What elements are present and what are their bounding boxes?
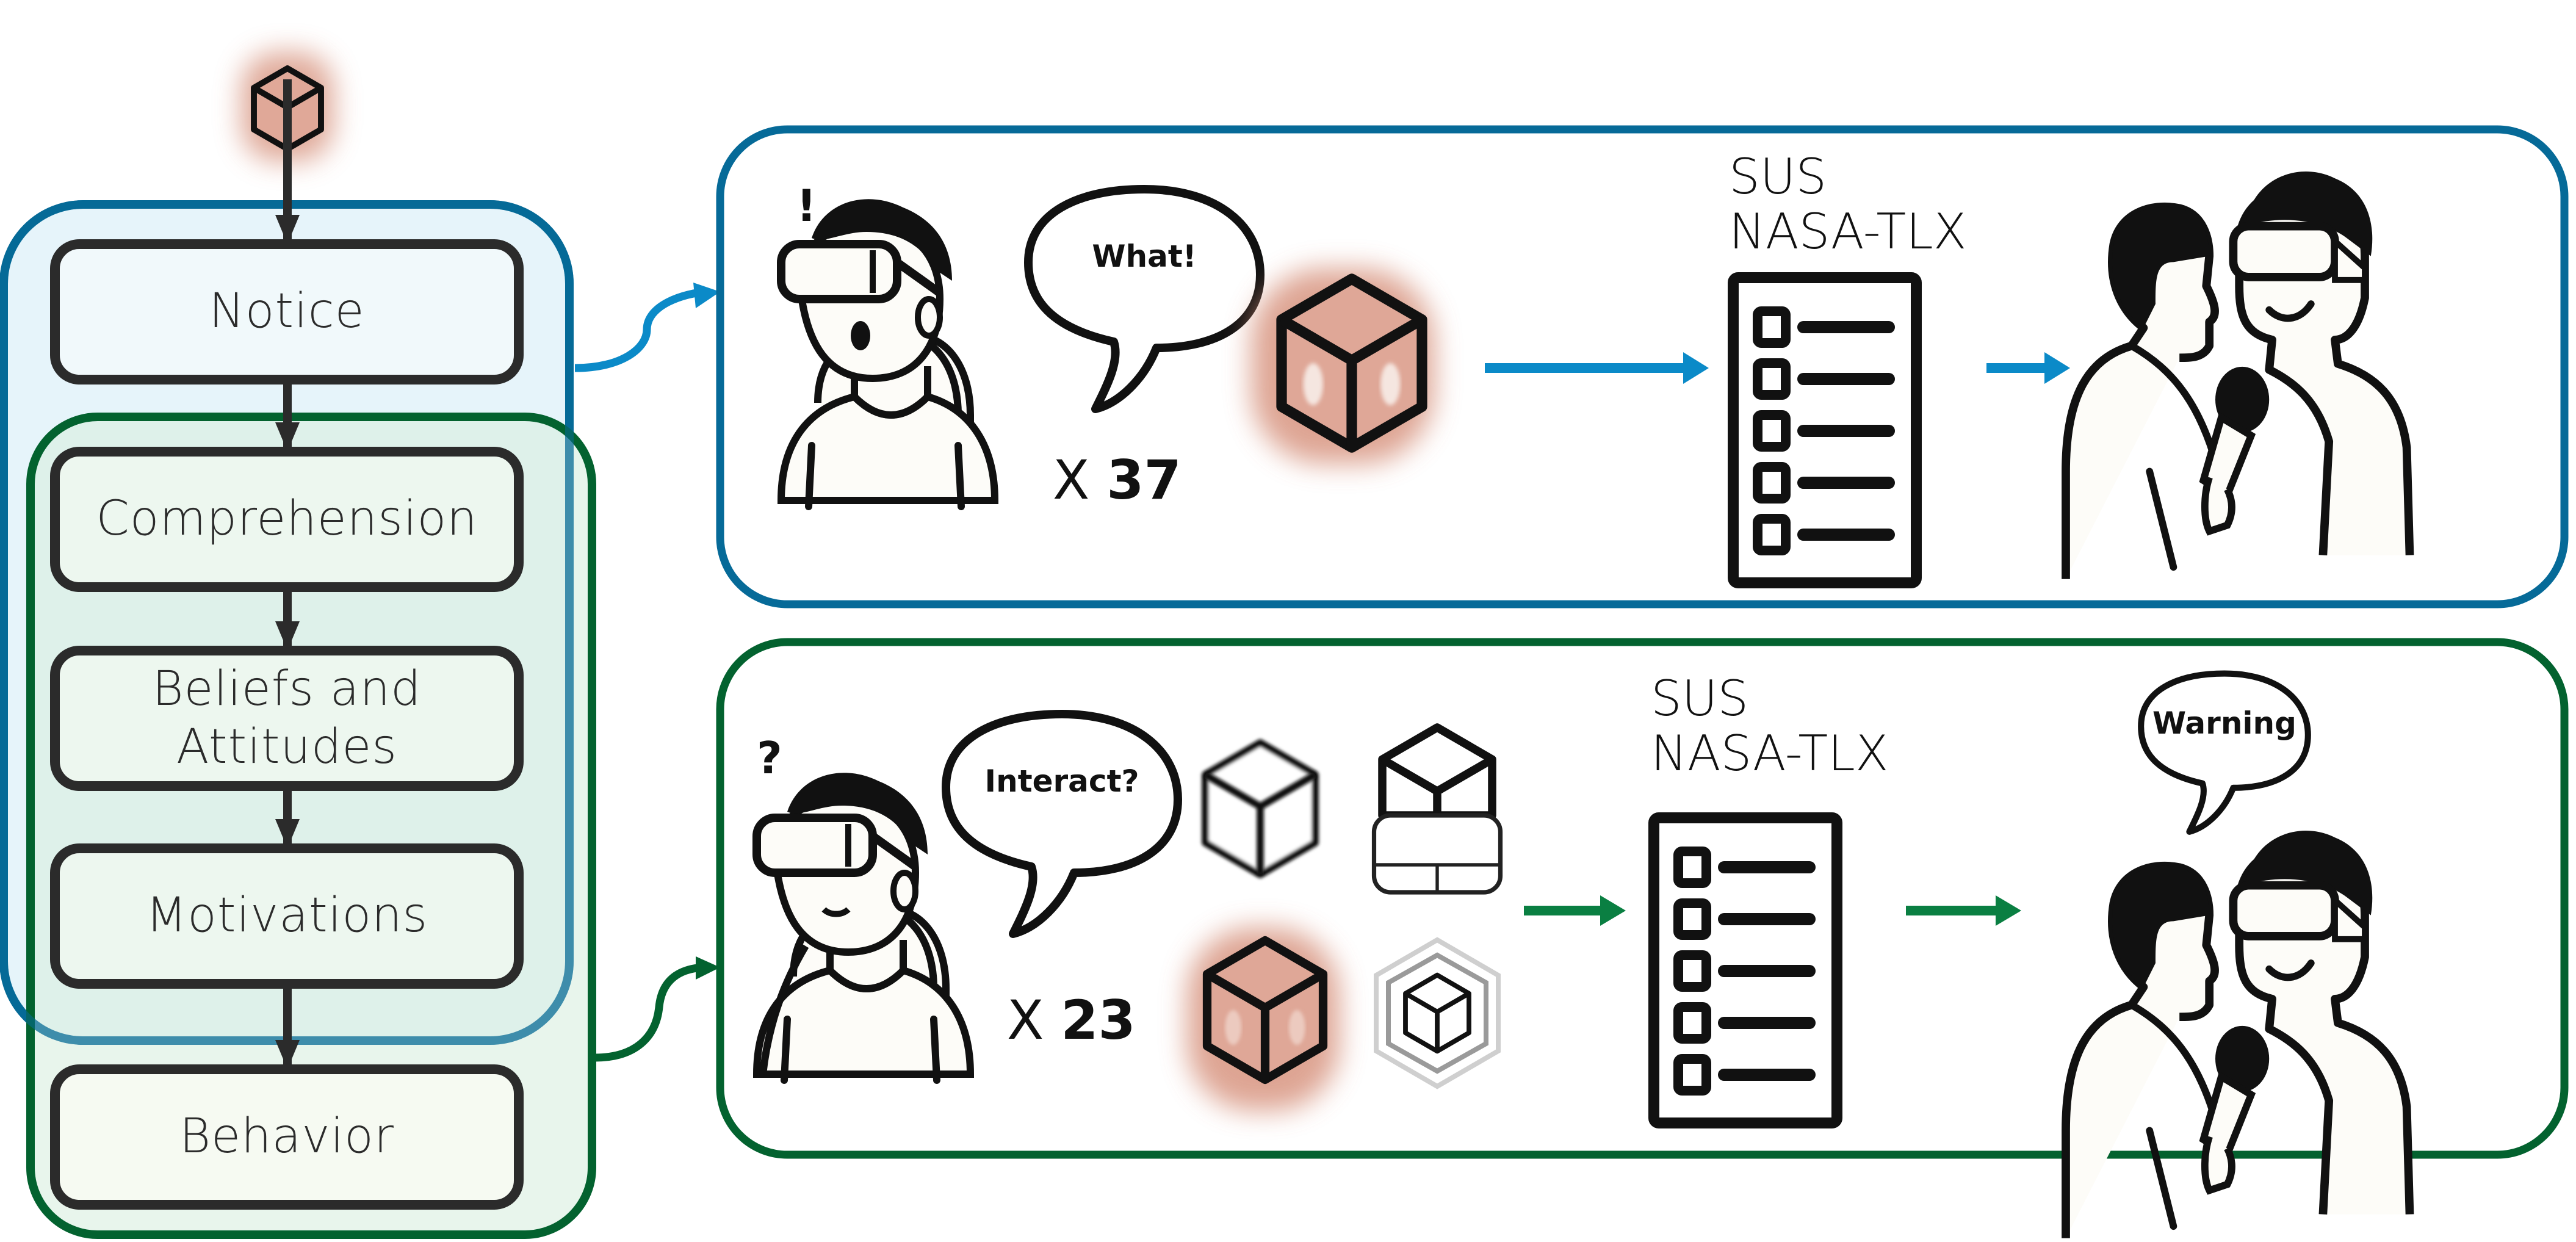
- stage-label-behavior: Behavior: [179, 1109, 394, 1164]
- survey-labels-study2: SUS NASA-TLX: [1651, 671, 1889, 781]
- study1-flow-arrow-to-interview: [1986, 352, 2070, 384]
- participant-count-study1: X 37: [1053, 449, 1182, 511]
- cube-with-panel-icon: [1371, 723, 1503, 895]
- survey-sus: SUS: [1651, 670, 1749, 727]
- outline-cube-icon: [1202, 739, 1319, 878]
- study1-flow-arrow-to-survey: [1485, 352, 1709, 384]
- stage-label-beliefs: Beliefs and Attitudes: [152, 661, 422, 774]
- participant-count-study2: X 23: [1007, 989, 1136, 1052]
- nested-hexagon-cube-icon: [1374, 937, 1501, 1089]
- study2-stage-group: [26, 413, 596, 1239]
- stage-label-motivations: Motivations: [145, 888, 428, 944]
- survey-nasa-tlx: NASA-TLX: [1729, 203, 1967, 260]
- interview-icon: [2066, 831, 2410, 1238]
- stage-label-notice: Notice: [209, 284, 365, 339]
- survey-sus: SUS: [1729, 148, 1827, 205]
- speech-text-what: What!: [1092, 239, 1197, 274]
- stage-box-behavior: [50, 1064, 524, 1210]
- participant-vr-thinking-icon: [757, 773, 970, 1080]
- question-mark: ?: [757, 732, 782, 784]
- survey-nasa-tlx: NASA-TLX: [1651, 724, 1889, 782]
- study2-connector-arrow: [594, 956, 720, 1062]
- count-prefix: X: [1007, 989, 1044, 1052]
- count-prefix: X: [1053, 449, 1090, 511]
- participant-vr-surprised-icon: [781, 199, 995, 507]
- exclamation-mark: !: [796, 180, 817, 231]
- glowing-cube-icon: [1187, 928, 1340, 1111]
- speech-text-warning: Warning: [2152, 706, 2296, 741]
- checklist-icon: [1733, 278, 1916, 583]
- study1-connector-arrow: [574, 283, 720, 372]
- glowing-cube-icon: [1251, 269, 1434, 464]
- count-value: 37: [1106, 449, 1182, 511]
- speech-text-interact: Interact?: [984, 764, 1139, 799]
- checklist-icon: [1654, 818, 1837, 1123]
- survey-labels-study1: SUS NASA-TLX: [1729, 150, 1967, 259]
- count-value: 23: [1061, 989, 1136, 1052]
- stage-label-comprehension: Comprehension: [96, 491, 478, 547]
- study2-flow-arrow-to-interview: [1906, 895, 2021, 926]
- study2-flow-arrow-to-survey: [1524, 895, 1626, 926]
